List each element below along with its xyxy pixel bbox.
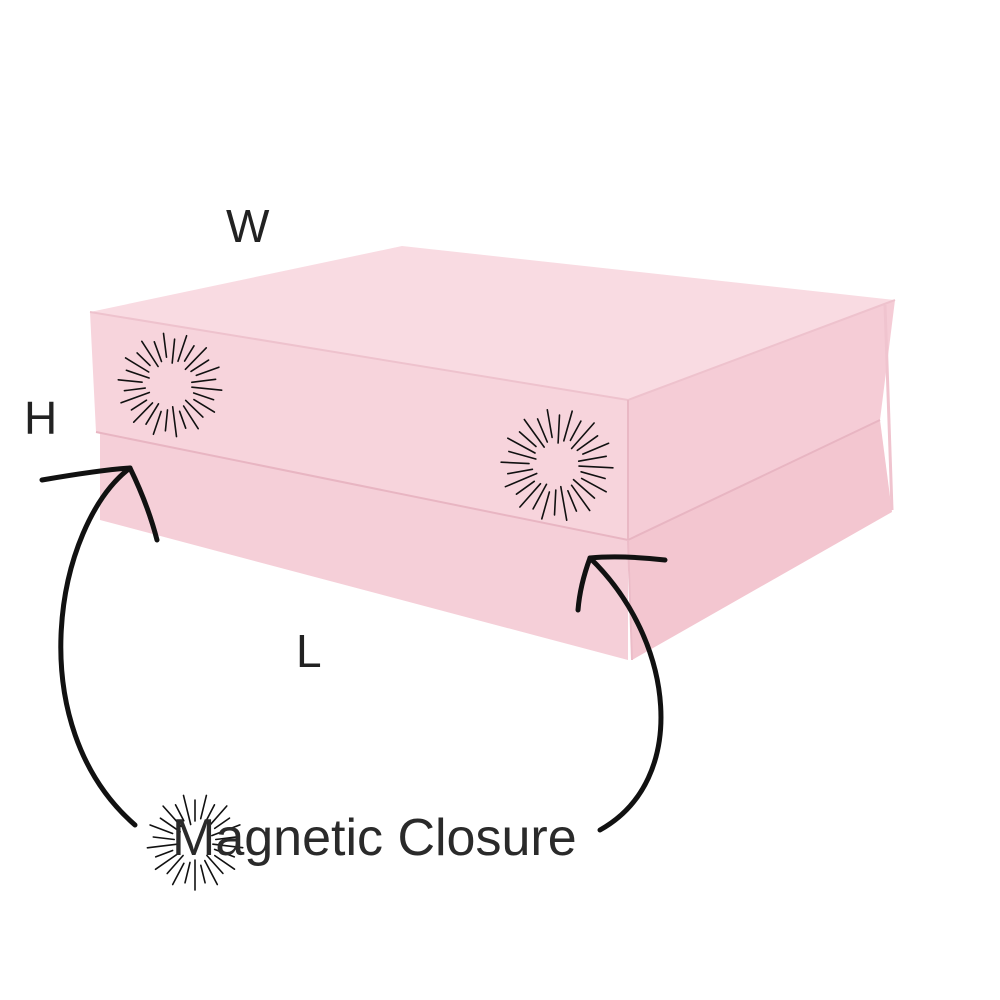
burst-ray xyxy=(581,442,610,455)
burst-ray xyxy=(208,805,228,828)
burst-ray xyxy=(500,461,530,465)
burst-ray xyxy=(199,794,208,820)
burst-ray xyxy=(178,410,187,430)
burst-ray xyxy=(171,338,176,364)
burst-ray xyxy=(184,346,208,371)
burst-ray xyxy=(206,854,224,875)
burst-ray xyxy=(141,340,159,368)
burst-ray xyxy=(184,861,191,884)
burst-ray xyxy=(504,472,538,488)
burst-ray xyxy=(154,853,179,871)
burst-ray xyxy=(557,414,561,444)
burst-ray xyxy=(117,378,143,384)
burst-ray xyxy=(518,431,537,448)
magnet-burst-icon xyxy=(500,408,614,522)
burst-ray xyxy=(136,352,151,367)
burst-ray xyxy=(182,794,192,826)
burst-ray xyxy=(212,843,244,849)
width-label: W xyxy=(226,200,270,252)
height-label: H xyxy=(24,392,58,444)
burst-ray xyxy=(578,465,614,469)
burst-ray xyxy=(569,420,582,442)
burst-ray xyxy=(162,805,182,828)
magnetic-closure-caption: Magnetic Closure xyxy=(172,809,577,867)
burst-ray xyxy=(191,378,217,384)
burst-ray xyxy=(213,848,236,858)
burst-ray xyxy=(508,450,537,460)
burst-ray xyxy=(572,478,596,499)
burst-ray xyxy=(153,340,163,363)
burst-ray xyxy=(536,418,549,443)
burst-ray xyxy=(570,484,591,512)
burst-ray xyxy=(171,405,178,438)
burst-ray xyxy=(532,483,548,510)
length-label: L xyxy=(296,625,322,677)
burst-ray xyxy=(211,824,241,837)
box-lid-side xyxy=(628,300,895,540)
burst-ray xyxy=(506,437,536,454)
burst-ray xyxy=(171,862,185,886)
burst-ray xyxy=(202,803,216,827)
burst-ray xyxy=(124,357,150,373)
burst-ray xyxy=(559,485,568,522)
burst-ray xyxy=(120,391,151,404)
burst-ray xyxy=(195,366,220,377)
box-side-hinge xyxy=(883,304,894,511)
curved-arrow-icon xyxy=(575,554,668,833)
burst-ray xyxy=(506,468,534,475)
burst-ray xyxy=(200,864,206,884)
burst-ray xyxy=(146,843,178,849)
burst-ray xyxy=(149,824,174,835)
burst-ray xyxy=(182,405,199,430)
burst-ray xyxy=(192,392,215,401)
burst-ray xyxy=(184,399,204,418)
burst-ray xyxy=(154,849,174,858)
burst-ray xyxy=(152,836,175,841)
burst-ray xyxy=(204,859,219,886)
magnet-burst-icon xyxy=(146,794,244,891)
burst-ray xyxy=(174,803,185,822)
burst-ray xyxy=(580,477,608,493)
burst-ray xyxy=(177,334,188,363)
burst-ray xyxy=(125,369,150,379)
burst-ray xyxy=(166,854,184,875)
box-base-side xyxy=(628,420,892,660)
box-lid-front xyxy=(90,312,628,540)
burst-ray xyxy=(132,402,154,424)
burst-ray xyxy=(519,482,542,508)
burst-ray xyxy=(183,344,195,362)
burst-ray xyxy=(159,817,181,833)
burst-ray xyxy=(145,402,160,426)
burst-ray xyxy=(576,434,599,452)
burst-ray xyxy=(215,836,238,841)
box-base-front xyxy=(100,428,628,660)
burst-ray xyxy=(567,489,578,512)
burst-ray xyxy=(546,408,553,439)
burst-ray xyxy=(570,422,595,450)
burst-ray xyxy=(152,410,162,436)
burst-ray xyxy=(515,480,536,496)
burst-ray xyxy=(540,491,551,520)
burst-ray xyxy=(193,398,216,413)
curved-arrow-icon xyxy=(39,465,160,828)
burst-ray xyxy=(553,489,557,516)
burst-ray xyxy=(562,410,574,442)
box-lid-top xyxy=(90,246,895,400)
burst-ray xyxy=(123,387,146,392)
burst-ray xyxy=(162,332,168,359)
burst-ray xyxy=(164,409,169,432)
burst-ray xyxy=(213,817,231,830)
burst-ray xyxy=(580,470,606,480)
burst-ray xyxy=(523,418,546,448)
burst-ray xyxy=(577,455,608,463)
burst-ray xyxy=(214,854,236,871)
burst-ray xyxy=(190,359,210,373)
burst-ray xyxy=(130,399,148,411)
box-edge xyxy=(627,539,633,661)
magnet-burst-icon xyxy=(117,332,223,438)
burst-ray xyxy=(191,386,223,392)
